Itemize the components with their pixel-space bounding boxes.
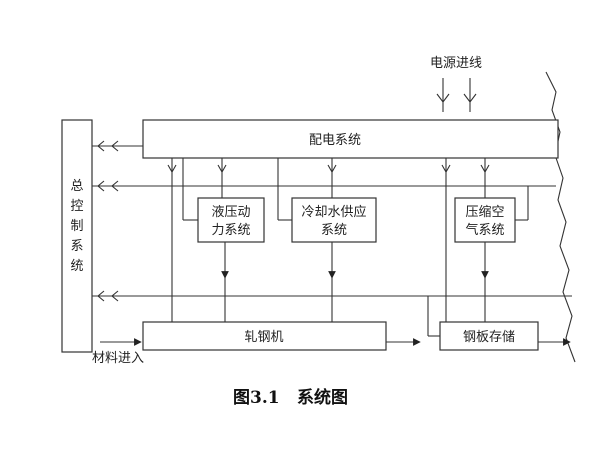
svg-text:总: 总 (70, 179, 83, 194)
break-line (545, 71, 576, 363)
plate-storage-label: 钢板存储 (463, 330, 515, 345)
subsystem-output-arrows (221, 242, 489, 279)
cooling-water-system-box (291, 197, 377, 243)
compressed-air-system-box (454, 197, 516, 243)
rolling-mill-box (142, 321, 387, 351)
power-input-arrows (436, 78, 477, 112)
compressed-air-label-line2: 气系统 (465, 222, 504, 238)
compressed-air-label-line1: 压缩空 (465, 204, 504, 220)
svg-text:统: 统 (70, 259, 83, 274)
power-distribution-box (142, 119, 559, 159)
cooling-label-line2: 系统 (321, 223, 347, 238)
subsystem-feed-to-mill (224, 278, 486, 337)
feed-arrowheads (167, 164, 490, 174)
power-feed-lines (171, 158, 529, 337)
hydraulic-label-line1: 液压动 (211, 205, 250, 220)
rolling-mill-label: 轧钢机 (244, 330, 283, 345)
svg-text:系: 系 (70, 239, 83, 254)
svg-text:控: 控 (70, 199, 83, 214)
hydraulic-label-line2: 力系统 (211, 223, 250, 238)
control-line-mid (92, 180, 556, 192)
hydraulic-system-box (197, 197, 265, 243)
plate-storage-box (439, 321, 539, 351)
master-control-label: 总 控 制 系 统 (70, 179, 83, 274)
master-control-box (61, 119, 93, 353)
figure-title: 系统图 (297, 387, 348, 408)
cooling-label-line1: 冷却水供应 (301, 204, 366, 220)
svg-text:制: 制 (70, 219, 83, 234)
material-input-label: 材料进入 (92, 351, 144, 366)
control-line-top (92, 140, 143, 152)
power-input-label: 电源进线 (430, 56, 482, 71)
figure-number: 图3.1 (233, 388, 280, 408)
power-distribution-label: 配电系统 (309, 133, 361, 148)
